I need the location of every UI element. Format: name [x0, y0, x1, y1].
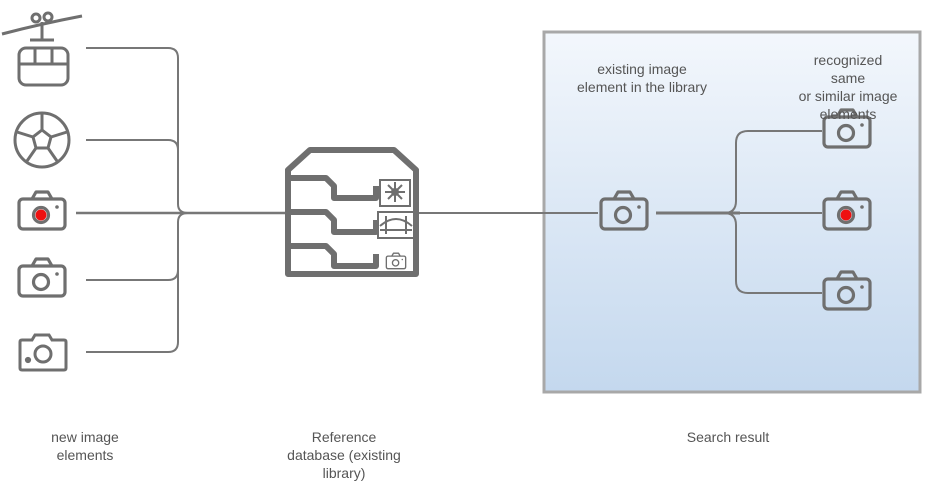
result-camera-red-icon	[822, 190, 872, 231]
label-line: database (existing	[287, 447, 401, 463]
label-line: recognized	[813, 52, 883, 68]
compact-camera-icon	[18, 333, 68, 372]
label-line: existing image	[597, 61, 687, 77]
result-connectors	[656, 130, 822, 294]
new-elements-label: new image elements	[20, 428, 150, 464]
soccer-ball-icon	[13, 111, 71, 169]
existing-element-label: existing image element in the library	[556, 60, 728, 96]
camera-red-icon	[17, 190, 67, 231]
label-line: elements	[56, 447, 114, 463]
camera-icon	[17, 257, 67, 298]
reference-database-label: Reference database (existing library)	[268, 428, 420, 482]
small-camera-icon	[385, 252, 407, 270]
label-line: elements	[819, 106, 877, 122]
recognized-label: recognized same or similar image element…	[778, 51, 918, 123]
input-connectors	[76, 47, 288, 353]
label-line: Reference	[311, 429, 377, 445]
filing-cabinet-icon	[285, 147, 419, 277]
cable-car-icon	[1, 11, 83, 87]
search-result-label: Search result	[648, 428, 808, 446]
label-line: or similar image	[798, 88, 898, 104]
label-line: same	[830, 70, 866, 86]
label-line: Search result	[686, 429, 770, 445]
label-line: library)	[322, 465, 366, 481]
flower-photo-icon	[379, 179, 411, 207]
bridge-photo-icon	[377, 211, 415, 239]
label-line: element in the library	[577, 79, 707, 95]
label-line: new image	[51, 429, 119, 445]
